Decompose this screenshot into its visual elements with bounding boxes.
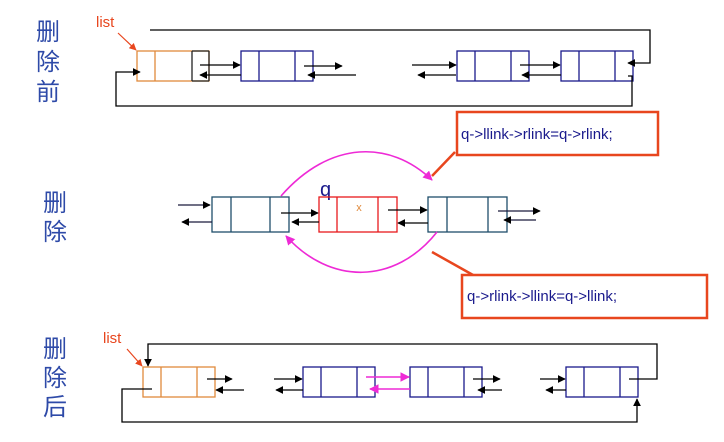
callout-connector-2 — [431, 250, 474, 277]
delete-step: q x — [178, 151, 541, 277]
code-box-2: q->rlink->llink=q->llink; — [460, 273, 709, 320]
section-label-after: 删 除 后 — [43, 335, 67, 421]
list-node — [560, 50, 634, 82]
code-line-2: q->rlink->llink=q->llink; — [467, 288, 617, 305]
after-list: list — [103, 330, 658, 423]
head-node — [136, 50, 210, 82]
rlink-bypass-curve — [280, 151, 433, 197]
list-node — [427, 196, 508, 233]
label-before-char-1: 删 — [36, 18, 60, 46]
list-node — [409, 366, 483, 398]
tail-to-head-arrow — [144, 343, 658, 380]
label-before-char-2: 除 — [36, 48, 60, 76]
label-after-char-2: 除 — [43, 364, 67, 392]
llink-bypass-curve — [285, 231, 438, 273]
label-delete-char-1: 删 — [43, 189, 67, 217]
list-pointer-label: list — [103, 330, 122, 347]
label-after-char-3: 后 — [43, 393, 67, 421]
list-pointer-label: list — [96, 14, 115, 31]
tail-to-head-arrow — [150, 29, 651, 67]
head-to-tail-arrow — [115, 68, 633, 107]
head-to-tail-arrow — [121, 388, 641, 423]
callout-connector-1 — [431, 151, 456, 177]
section-label-delete: 删 除 — [43, 189, 67, 246]
label-before-char-3: 前 — [36, 78, 60, 106]
list-pointer-arrow — [126, 348, 143, 367]
list-node — [456, 50, 530, 82]
q-pointer-label: q — [320, 179, 331, 201]
before-list: list — [96, 14, 651, 107]
code-line-1: q->llink->rlink=q->rlink; — [461, 126, 613, 143]
head-node — [142, 366, 216, 398]
deleted-node: x — [318, 196, 398, 233]
list-node — [565, 366, 639, 398]
list-pointer-arrow — [117, 32, 137, 51]
label-after-char-1: 删 — [43, 335, 67, 363]
label-delete-char-2: 除 — [43, 218, 67, 246]
list-node — [240, 50, 314, 82]
node-value: x — [356, 202, 362, 214]
code-box-1: q->llink->rlink=q->rlink; — [455, 110, 660, 157]
list-node — [302, 366, 376, 398]
section-label-before: 删 除 前 — [36, 18, 60, 106]
list-node — [211, 196, 290, 233]
